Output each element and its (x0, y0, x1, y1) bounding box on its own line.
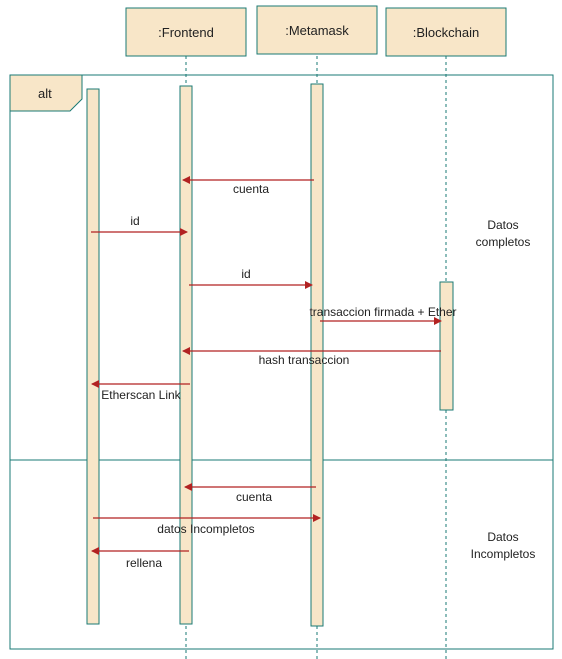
participant-metamask-label: :Metamask (285, 23, 349, 38)
message-rellena: rellena (91, 547, 189, 570)
guard-completos-line-1: Datos (487, 218, 518, 232)
alt-fragment-frame (9, 74, 554, 650)
participant-blockchain: :Blockchain (385, 7, 507, 57)
message-datos-incompletos: datos Incompletos (93, 514, 321, 536)
message-etherscan-link-label: Etherscan Link (101, 388, 181, 402)
message-hash-transaccion: hash transaccion (182, 347, 441, 367)
participant-frontend-label: :Frontend (158, 25, 214, 40)
alt-fragment: alt Datos completos Datos Incompletos (9, 74, 554, 650)
message-id-1: id (91, 214, 188, 236)
message-id-2-label: id (241, 267, 250, 281)
message-id-2: id (189, 267, 313, 289)
message-cuenta-2-label: cuenta (236, 490, 272, 504)
participant-blockchain-label: :Blockchain (413, 25, 479, 40)
metamask-activation (310, 83, 324, 627)
participant-metamask: :Metamask (256, 5, 378, 55)
message-transaccion-firmada-label: transaccion firmada + Ether (309, 305, 456, 319)
blockchain-activation (439, 281, 454, 411)
message-rellena-label: rellena (126, 556, 162, 570)
guard-incompletos-line-1: Datos (487, 530, 518, 544)
participant-frontend: :Frontend (125, 7, 247, 57)
message-cuenta-1-label: cuenta (233, 182, 269, 196)
alt-fragment-operator: alt (38, 86, 52, 101)
message-cuenta-1: cuenta (182, 176, 314, 196)
guard-incompletos-line-2: Incompletos (471, 547, 536, 561)
actor-activation (86, 88, 100, 625)
message-cuenta-2: cuenta (184, 483, 316, 504)
message-etherscan-link: Etherscan Link (91, 380, 190, 402)
message-transaccion-firmada: transaccion firmada + Ether (309, 305, 457, 325)
guard-completos-line-2: completos (476, 235, 531, 249)
message-id-1-label: id (130, 214, 139, 228)
alt-fragment-tab (9, 74, 83, 112)
message-datos-incompletos-label: datos Incompletos (157, 522, 254, 536)
message-hash-transaccion-label: hash transaccion (259, 353, 350, 367)
frontend-activation (179, 85, 193, 625)
